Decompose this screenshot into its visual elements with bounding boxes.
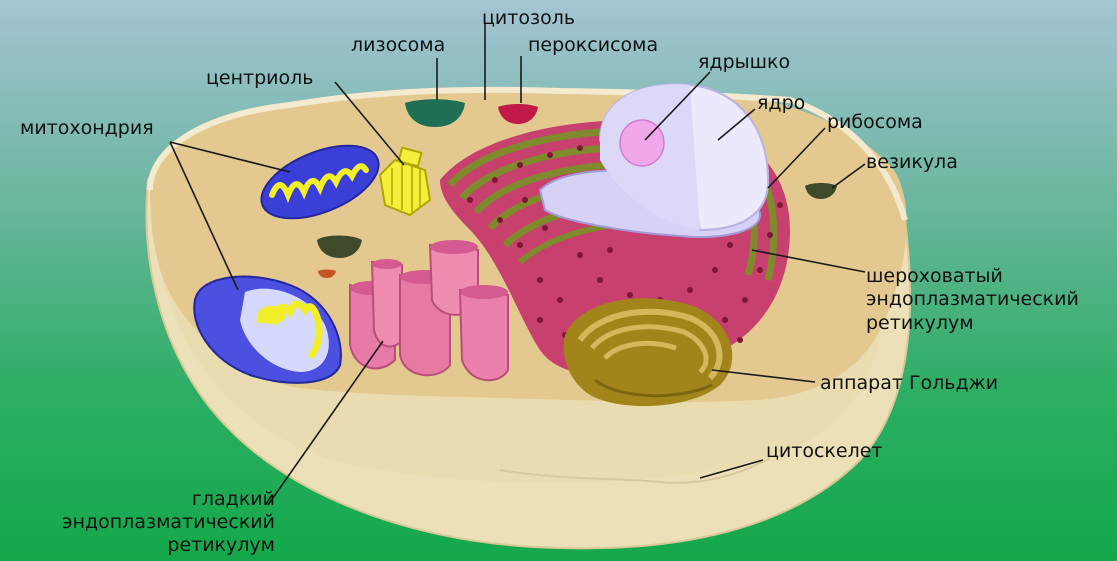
label-ribosome: рибосома: [827, 112, 923, 132]
label-rough-er-2: эндоплазматический: [866, 289, 1079, 309]
label-centriole: центриоль: [206, 68, 314, 88]
label-peroxisome: пероксисома: [528, 35, 658, 55]
label-cytosol: цитозоль: [482, 8, 575, 28]
golgi-apparatus: [564, 298, 732, 406]
label-nucleolus: ядрышко: [698, 52, 790, 72]
label-lysosome: лизосома: [351, 35, 445, 55]
label-smooth-er-2: эндоплазматический: [62, 512, 275, 532]
label-cytoskeleton: цитоскелет: [766, 441, 883, 461]
label-rough-er-1: шероховатый: [866, 266, 1003, 286]
label-smooth-er-1: гладкий: [192, 489, 275, 509]
label-vesicle: везикула: [866, 152, 958, 172]
label-smooth-er-3: ретикулум: [167, 535, 275, 555]
label-mitochondrion: митохондрия: [20, 118, 154, 138]
label-nucleus: ядро: [757, 93, 805, 113]
label-golgi: аппарат Гольджи: [820, 373, 998, 393]
label-rough-er-3: ретикулум: [866, 313, 974, 333]
